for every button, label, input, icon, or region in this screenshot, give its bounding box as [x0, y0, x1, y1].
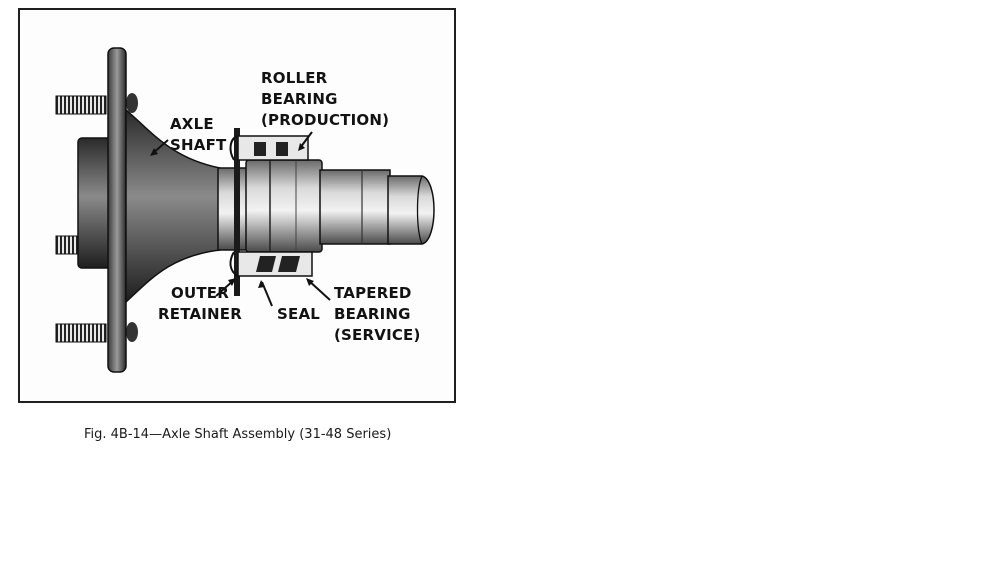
- seal-label-line-1: SEAL: [277, 305, 321, 323]
- axle-shaft-label-line-2: SHAFT: [170, 136, 227, 154]
- tapered-bearing-label: TAPERED BEARING (SERVICE): [334, 283, 421, 346]
- roller-bearing-label-line-2: BEARING: [261, 90, 338, 108]
- seal-and-tapered-bearing: [229, 251, 313, 277]
- outer-retainer-label: OUTER RETAINER: [158, 283, 242, 325]
- tapered-bearing-label-line-3: (SERVICE): [334, 326, 421, 344]
- axle-shaft-step: [319, 169, 391, 245]
- roller-bearing-label-line-3: (PRODUCTION): [261, 111, 390, 129]
- axle-shaft-end: [387, 175, 435, 245]
- outer-retainer-label-line-1: OUTER: [171, 284, 229, 302]
- roller-bearing: [229, 135, 309, 161]
- roller-bearing-label-line-1: ROLLER: [261, 69, 328, 87]
- tapered-bearing-label-line-1: TAPERED: [334, 284, 412, 302]
- figure-frame: ROLLER BEARING (PRODUCTION) AXLE SHAFT O…: [18, 8, 456, 403]
- tapered-bearing-label-line-2: BEARING: [334, 305, 411, 323]
- wheel-stud-top: [55, 93, 138, 115]
- seal-label: SEAL: [277, 304, 320, 325]
- arrow-heads: [150, 143, 314, 288]
- axle-shaft-assembly-illustration: [55, 47, 435, 373]
- wheel-stud-bottom: [55, 322, 138, 343]
- axle-shaft-label: AXLE SHAFT: [170, 114, 226, 156]
- outer-retainer-label-line-2: RETAINER: [158, 305, 243, 323]
- figure-caption: Fig. 4B-14—Axle Shaft Assembly (31-48 Se…: [84, 427, 392, 442]
- hub-pilot: [77, 137, 113, 269]
- bearing-journal: [245, 159, 323, 253]
- axle-shaft-body: [217, 167, 249, 251]
- axle-flange: [107, 47, 127, 373]
- outer-retainer-plate: [234, 128, 240, 296]
- axle-shaft-label-line-1: AXLE: [170, 115, 214, 133]
- roller-bearing-label: ROLLER BEARING (PRODUCTION): [261, 68, 389, 131]
